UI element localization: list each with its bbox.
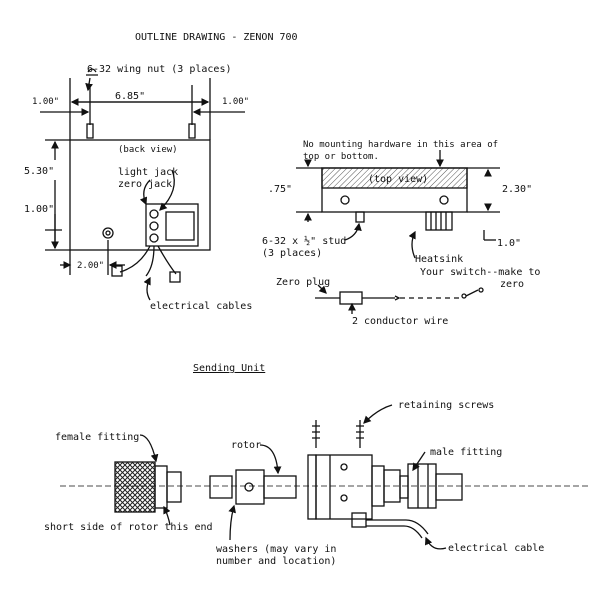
mounting-note-line2: top or bottom. <box>303 152 379 162</box>
female-fitting-label: female fitting <box>55 432 139 443</box>
stud-label-line1: 6-32 x ½" stud <box>262 235 346 247</box>
mounting-note-line1: No mounting hardware in this area of <box>303 140 498 150</box>
rotor-label: rotor <box>231 440 261 451</box>
washers-label-line1: washers (may vary in <box>216 544 336 555</box>
wing-nut-note: 6-32 wing nut (3 places) <box>87 64 232 75</box>
dim-height-label: 5.30" <box>24 166 54 177</box>
male-fitting-label: male fitting <box>430 447 502 458</box>
heatsink-label: Heatsink <box>415 254 463 265</box>
electrical-cable-label: electrical cable <box>448 543 544 554</box>
top-dim-left-label: .75" <box>268 184 292 195</box>
switch-label-line1: Your switch--make to <box>420 267 540 278</box>
back-view <box>40 68 245 301</box>
dim-width-label: 6.85" <box>115 91 145 102</box>
drawing-title: OUTLINE DRAWING - ZENON 700 <box>135 32 298 43</box>
dim-bottom-label: 2.00" <box>77 261 104 271</box>
light-jack-label: light jack <box>118 167 178 178</box>
dim-lower-label: 1.00" <box>24 204 54 215</box>
zero-plug-label: Zero plug <box>276 277 330 288</box>
washers-label-line2: number and location) <box>216 556 336 567</box>
top-dim-right-label: 2.30" <box>502 184 532 195</box>
top-view-label: (top view) <box>368 174 428 185</box>
zero-jack-label: zero jack <box>118 179 172 190</box>
dim-left-label: 1.00" <box>32 97 59 107</box>
switch-label-line2: zero <box>500 279 524 290</box>
retaining-screws-label: retaining screws <box>398 400 494 411</box>
electrical-cables-label: electrical cables <box>150 301 252 312</box>
top-view <box>296 150 500 314</box>
sending-unit <box>60 404 588 550</box>
conductor-wire-label: 2 conductor wire <box>352 316 448 327</box>
sending-unit-title: Sending Unit <box>193 363 265 374</box>
top-dim-small-label: 1.0" <box>497 238 521 249</box>
stud-label-line2: (3 places) <box>262 248 322 259</box>
dim-right-label: 1.00" <box>222 97 249 107</box>
wing-nut-icon <box>86 68 98 76</box>
back-view-label: (back view) <box>118 145 178 155</box>
short-side-label: short side of rotor this end <box>44 522 213 533</box>
